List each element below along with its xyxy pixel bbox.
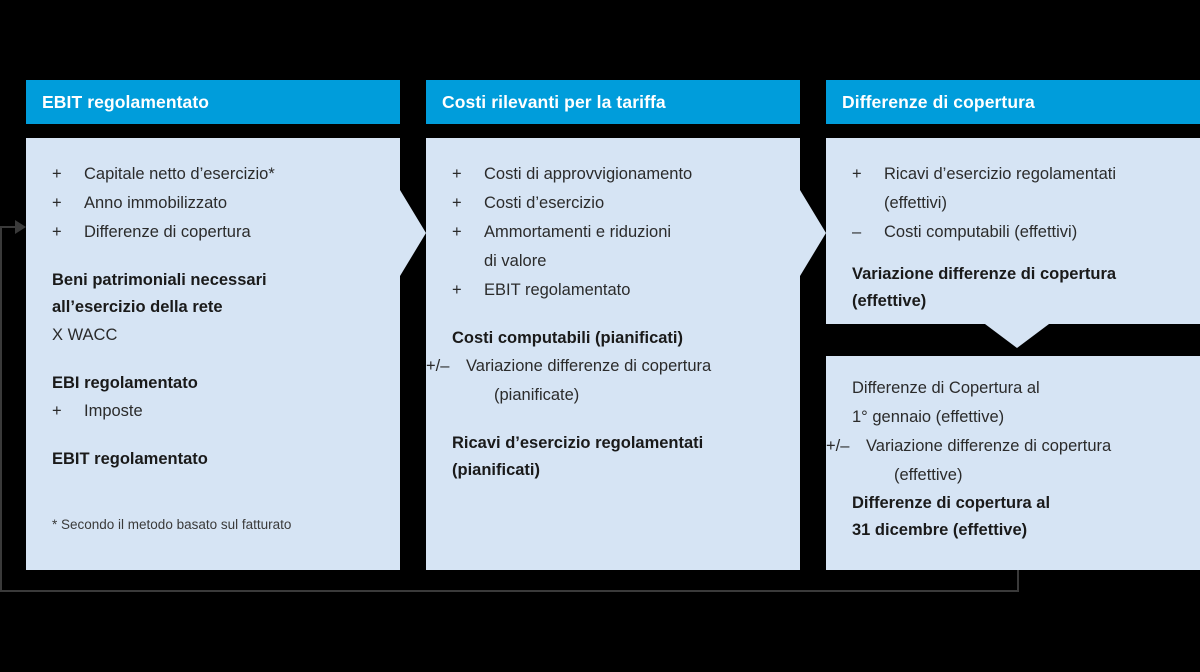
item-label: Differenze di copertura <box>84 223 251 241</box>
formula-label: X WACC <box>52 326 118 344</box>
sign: + <box>52 223 62 241</box>
column-panel-differenze-bottom: Differenze di Copertura al 1° gennaio (e… <box>826 356 1200 570</box>
spacer <box>52 350 382 370</box>
result-label: 31 dicembre (effettive) <box>852 521 1028 539</box>
column-header-label: Differenze di copertura <box>842 91 1035 112</box>
item-label: Differenze di Copertura al <box>852 379 1040 397</box>
item-label: 1° gennaio (effettive) <box>852 408 1005 426</box>
list-item-continuation: (effettivi) <box>852 189 1182 218</box>
column-header-label: EBIT regolamentato <box>42 91 210 112</box>
sign: + <box>52 402 62 420</box>
result-label: Beni patrimoniali necessari <box>52 271 267 289</box>
item-label: (effettivi) <box>884 194 947 212</box>
item-label: (effettive) <box>894 466 963 484</box>
list-item-continuation: di valore <box>452 247 782 276</box>
chevron-down-icon-col3 <box>985 324 1049 348</box>
list-item: +/– Variazione differenze di copertura <box>826 432 1182 461</box>
list-item: – Costi computabili (effettivi) <box>852 218 1182 247</box>
chevron-right-icon-col2-col3 <box>800 190 826 276</box>
spacer <box>852 247 1182 261</box>
footnote: * Secondo il metodo basato sul fatturato <box>52 517 292 532</box>
item-label: EBIT regolamentato <box>484 281 631 299</box>
spacer <box>52 426 382 446</box>
column-header-label: Costi rilevanti per la tariffa <box>442 91 666 112</box>
sign: + <box>452 165 462 183</box>
column-panel-costi: + Costi di approvvigionamento + Costi d’… <box>426 138 800 570</box>
item-label: Costi d’esercizio <box>484 194 605 212</box>
column-panel-ebit: + Capitale netto d’esercizio* + Anno imm… <box>26 138 400 570</box>
list-item: + Imposte <box>52 397 382 426</box>
item-label: Costi computabili (effettivi) <box>884 223 1078 241</box>
result-label: all’esercizio della rete <box>52 298 223 316</box>
sign: + <box>452 281 462 299</box>
list-item: +/– Variazione differenze di copertura <box>426 352 782 381</box>
feedback-connector-vertical-right <box>1017 570 1019 592</box>
sign: +/– <box>826 437 850 455</box>
list-item: + Differenze di copertura <box>52 218 382 247</box>
result-label: Ricavi d’esercizio regolamentati <box>452 434 704 452</box>
column-header-differenze: Differenze di copertura <box>826 80 1200 124</box>
item-label: Ammortamenti e riduzioni <box>484 223 672 241</box>
item-label: (pianificate) <box>494 386 580 404</box>
spacer <box>452 305 782 325</box>
list-item: + EBIT regolamentato <box>452 276 782 305</box>
column-header-ebit: EBIT regolamentato <box>26 80 400 124</box>
result-label: Variazione differenze di copertura <box>852 265 1117 283</box>
item-label: Ricavi d’esercizio regolamentati <box>884 165 1117 183</box>
feedback-connector-horizontal-top <box>0 226 16 228</box>
list-item: + Capitale netto d’esercizio* <box>52 160 382 189</box>
sign: +/– <box>426 357 450 375</box>
spacer <box>52 247 382 267</box>
sign: – <box>852 223 862 241</box>
result-label: EBI regolamentato <box>52 374 198 392</box>
column-header-costi: Costi rilevanti per la tariffa <box>426 80 800 124</box>
list-item: + Costi di approvvigionamento <box>452 160 782 189</box>
item-label: Imposte <box>84 402 143 420</box>
sign: + <box>52 165 62 183</box>
sign: + <box>852 165 862 183</box>
chevron-right-icon-col1-col2 <box>400 190 426 276</box>
item-label: di valore <box>484 252 547 270</box>
feedback-connector-vertical-left <box>0 227 2 592</box>
sign: + <box>452 223 462 241</box>
item-label: Anno immobilizzato <box>84 194 228 212</box>
list-item: + Costi d’esercizio <box>452 189 782 218</box>
column-panel-differenze-top: + Ricavi d’esercizio regolamentati (effe… <box>826 138 1200 324</box>
result-label: (pianificati) <box>452 461 541 479</box>
sign: + <box>52 194 62 212</box>
result-label: (effettive) <box>852 292 927 310</box>
result-label: Differenze di copertura al <box>852 494 1051 512</box>
item-label: Variazione differenze di copertura <box>466 357 712 375</box>
list-item-continuation: (effettive) <box>826 461 1182 490</box>
list-item: + Anno immobilizzato <box>52 189 382 218</box>
item-label: Capitale netto d’esercizio* <box>84 165 275 183</box>
list-item-continuation: (pianificate) <box>426 381 782 410</box>
result-label: EBIT regolamentato <box>52 450 208 468</box>
feedback-connector-horizontal-bottom <box>0 590 1019 592</box>
result-label: Costi computabili (pianificati) <box>452 329 684 347</box>
sign: + <box>452 194 462 212</box>
spacer <box>452 410 782 430</box>
list-item: + Ammortamenti e riduzioni <box>452 218 782 247</box>
list-item: + Ricavi d’esercizio regolamentati <box>852 160 1182 189</box>
arrowhead-icon-feedback <box>15 220 26 234</box>
item-label: Costi di approvvigionamento <box>484 165 693 183</box>
item-label: Variazione differenze di copertura <box>866 437 1112 455</box>
